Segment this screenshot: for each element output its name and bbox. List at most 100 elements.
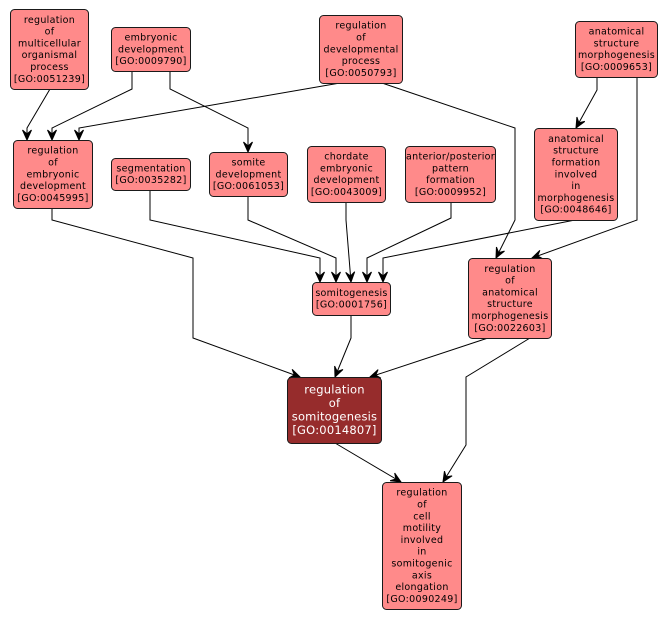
node-box[interactable]	[405, 146, 496, 203]
node-box[interactable]	[312, 282, 391, 316]
node-label-line: somitogenic	[391, 559, 452, 570]
node-go-id: [GO:0009952]	[415, 187, 486, 198]
edge-line	[575, 77, 598, 129]
node-box[interactable]	[10, 9, 89, 90]
edge-n1-n5	[22, 88, 51, 142]
node-label-line: anatomical	[548, 134, 604, 145]
node-box[interactable]	[319, 15, 403, 84]
edges-layer	[22, 71, 638, 484]
node-label-line: process	[30, 62, 69, 73]
node-label-line: process	[342, 56, 381, 67]
edge-n2-n7	[169, 71, 253, 154]
edge-n11-n13	[334, 315, 352, 379]
arrowhead-icon	[74, 129, 84, 142]
node-box[interactable]	[534, 128, 618, 221]
node-box[interactable]	[468, 258, 552, 339]
go-term-node[interactable]: segmentation[GO:0035282]	[111, 158, 191, 191]
go-term-node[interactable]: regulationofmulticellularorganismalproce…	[10, 9, 89, 90]
go-term-node[interactable]: anterior/posteriorpatternformation[GO:00…	[405, 146, 496, 203]
node-label-line: regulation	[484, 264, 535, 275]
node-label-line: formation	[552, 158, 601, 169]
edge-line	[51, 208, 301, 378]
node-label-line: regulation	[335, 21, 386, 32]
arrowhead-icon	[362, 271, 372, 284]
node-label-line: in	[571, 181, 580, 192]
node-label-line: regulation	[24, 15, 75, 26]
node-label-line: in	[417, 547, 426, 558]
node-label-line: chordate	[324, 152, 369, 163]
node-box[interactable]	[209, 152, 288, 197]
go-term-node[interactable]: somitogenesis[GO:0001756]	[312, 282, 391, 316]
node-box[interactable]	[111, 27, 191, 72]
node-label-line: segmentation	[116, 163, 185, 174]
edge-n5-n13	[51, 208, 302, 379]
node-go-id: [GO:0009790]	[115, 56, 186, 67]
node-label-line: structure	[487, 299, 533, 310]
node-label-line: of	[417, 500, 427, 511]
node-label-line: somite	[231, 158, 265, 169]
node-label-line: developmental	[323, 44, 398, 55]
edge-line	[442, 337, 531, 483]
node-label-line: development	[314, 175, 380, 186]
node-box[interactable]	[287, 377, 382, 444]
node-go-id: [GO:0045995]	[17, 193, 88, 204]
node-label-line: morphogenesis	[578, 50, 655, 61]
node-label-line: multicellular	[18, 38, 81, 49]
node-label-line: morphogenesis	[471, 311, 548, 322]
edge-line	[334, 442, 402, 483]
node-go-id: [GO:0043009]	[311, 187, 382, 198]
edge-line	[334, 315, 352, 378]
edge-line	[381, 82, 516, 259]
arrowhead-icon	[389, 472, 403, 483]
arrowhead-icon	[495, 246, 505, 260]
node-label-line: involved	[555, 169, 598, 180]
node-label-line: of	[356, 33, 366, 44]
go-term-node[interactable]: regulationofembryonicdevelopment[GO:0045…	[13, 140, 93, 209]
node-label-line: elongation	[395, 582, 448, 593]
edge-line	[531, 77, 638, 259]
edge-n8-n11	[345, 202, 356, 284]
node-box[interactable]	[575, 21, 658, 78]
node-label-line: development	[216, 169, 282, 180]
nodes-layer: regulationofmulticellularorganismalproce…	[10, 9, 658, 610]
go-term-node[interactable]: anatomicalstructureformationinvolvedinmo…	[534, 128, 618, 221]
edge-n9-n11	[362, 202, 452, 284]
node-box[interactable]	[13, 140, 93, 209]
go-term-node[interactable]: regulationofcellmotilityinvolvedinsomito…	[382, 482, 462, 610]
edge-line	[345, 202, 352, 283]
edge-n12-n14	[442, 337, 531, 484]
node-label-line: pattern	[432, 163, 469, 174]
arrowhead-icon	[345, 271, 356, 284]
arrowhead-icon	[442, 470, 453, 484]
node-label-line: axis	[412, 570, 432, 581]
node-go-id: [GO:0022603]	[474, 323, 545, 334]
node-label-line: of	[45, 27, 55, 38]
edge-line	[169, 71, 249, 152]
node-label-line: embryonic	[124, 33, 177, 44]
go-term-node[interactable]: regulationofdevelopmentalprocess[GO:0050…	[319, 15, 403, 84]
node-go-id: [GO:0090249]	[386, 594, 457, 605]
node-box[interactable]	[382, 482, 462, 610]
node-label-line: embryonic	[26, 169, 79, 180]
go-term-node[interactable]: regulationofanatomicalstructuremorphogen…	[468, 258, 552, 339]
arrowhead-icon	[315, 271, 325, 284]
edge-n3-n5	[74, 82, 341, 142]
edge-n2-n5	[47, 71, 133, 142]
node-label-line: structure	[594, 38, 640, 49]
node-label-line: of	[505, 276, 515, 287]
node-box[interactable]	[307, 146, 386, 203]
node-label-line: of	[329, 396, 341, 410]
edge-line	[382, 219, 576, 282]
node-label-line: anatomical	[589, 27, 645, 38]
go-term-node[interactable]: anatomicalstructuremorphogenesis[GO:0009…	[575, 21, 658, 78]
edge-line	[366, 202, 452, 282]
edge-n7-n11	[247, 196, 341, 284]
arrowhead-icon	[22, 129, 32, 142]
node-box[interactable]	[111, 158, 191, 191]
node-label-line: somitogenesis	[292, 410, 378, 424]
